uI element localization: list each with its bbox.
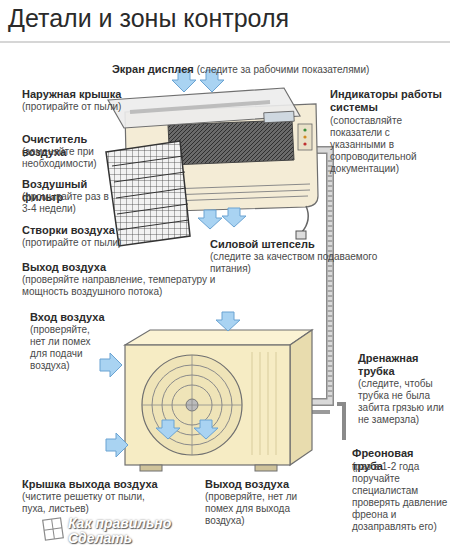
- care-note: (промывайте раз в 3-4 недели): [22, 191, 112, 215]
- air-filter: [106, 141, 190, 246]
- filter-frame: [112, 156, 189, 230]
- watermark: Как правильно: [68, 516, 171, 531]
- cover-mesh: [130, 102, 270, 112]
- part-name: Выход воздуха: [205, 478, 325, 491]
- part-name: Индикаторы работы системы: [330, 88, 442, 114]
- care-note: (раз в 1-2 года поручайте специалистам п…: [352, 461, 448, 533]
- care-note: (протирайте от пыли): [22, 101, 132, 113]
- care-note: (следите, чтобы трубка не была забита гр…: [358, 378, 444, 426]
- indicator-light: [303, 128, 306, 131]
- care-note: (чистите решетку от пыли, пуха, листьев): [22, 491, 157, 515]
- fan-grille: [142, 355, 242, 455]
- care-note: (проверяйте, нет ли помех для выхода воз…: [205, 491, 325, 527]
- care-note: (следите за качеством подаваемого питани…: [210, 251, 390, 275]
- diagram-title: Детали и зоны контроля: [8, 4, 289, 33]
- part-name: Силовой штепсель: [210, 238, 340, 251]
- care-note: (проверяйте, нет ли помех для подачи воз…: [30, 324, 102, 372]
- care-note: (заменяйте при необходимости): [22, 146, 112, 170]
- part-name: Выход воздуха: [22, 261, 132, 274]
- display-screen: [264, 111, 294, 123]
- pipe-wrap: [328, 160, 333, 400]
- indicator-panel: [298, 124, 312, 150]
- drain-tube: [337, 404, 344, 440]
- watermark: Сделать: [68, 531, 132, 546]
- outdoor-front: [125, 345, 290, 465]
- fan-grille-bars: [142, 355, 242, 455]
- outdoor-side: [290, 330, 312, 465]
- outdoor-panel-lines: [252, 352, 276, 455]
- care-note: (проверяйте направление, температуру и м…: [22, 274, 222, 298]
- power-cord: [302, 206, 308, 232]
- heat-exchanger: [168, 120, 294, 165]
- power-plug: [296, 231, 306, 239]
- outdoor-foot: [140, 465, 162, 471]
- part-name: Дренажная трубка: [358, 352, 440, 378]
- part-name: Створки воздуха: [22, 224, 132, 237]
- title-rule: [0, 41, 450, 43]
- care-note: (сопоставляйте показатели с указанными в…: [330, 115, 442, 175]
- care-note: (протирайте от пыли): [22, 237, 132, 249]
- indicator-light: [303, 142, 306, 145]
- care-note: (следите за рабочими показателями): [197, 64, 370, 76]
- outdoor-top: [125, 330, 312, 345]
- part-name: Наружная крышка: [22, 88, 132, 101]
- watermark-logo: [43, 518, 64, 540]
- outdoor-foot: [255, 465, 277, 471]
- indicator-light: [303, 135, 306, 138]
- front-cover: [108, 88, 300, 128]
- part-name: Вход воздуха: [30, 311, 120, 324]
- part-name: Крышка выхода воздуха: [22, 478, 162, 491]
- part-name: Экран дисплея: [112, 63, 194, 76]
